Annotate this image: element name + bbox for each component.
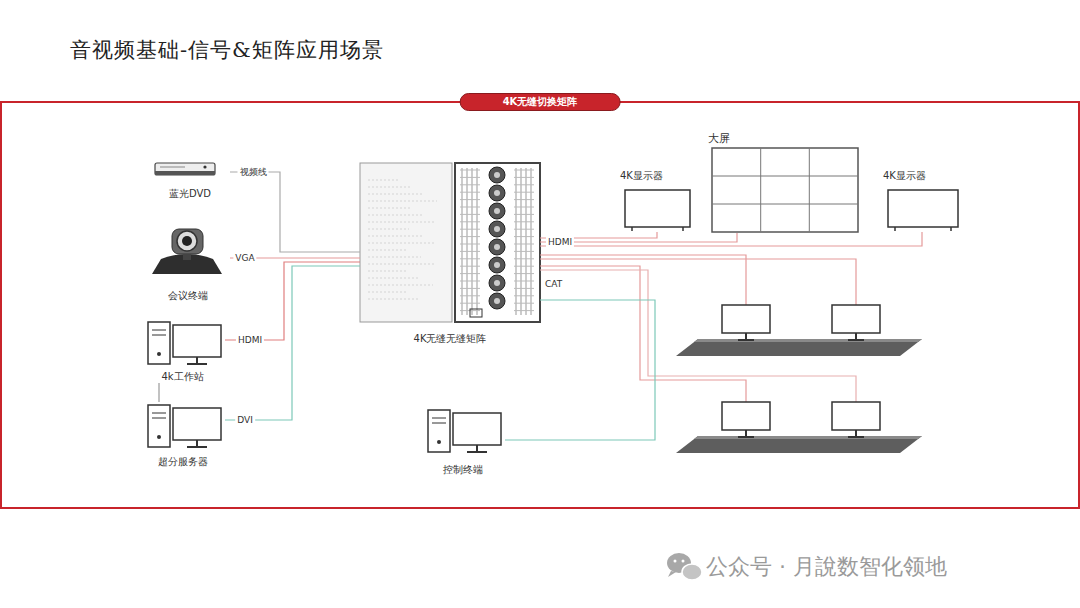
signal-label: CAT <box>545 279 562 290</box>
device-label: 4K显示器 <box>883 170 926 182</box>
signal-line <box>230 172 360 252</box>
display-device: 4K显示器 <box>883 170 963 232</box>
server-icon <box>148 405 221 447</box>
signal-label: HDMI <box>546 237 574 248</box>
matrix-device <box>360 163 540 322</box>
device-label: 大屏 <box>708 132 730 145</box>
monitor-icon <box>625 190 690 231</box>
source-device: 超分服务器 <box>140 402 225 468</box>
display-device: 4K显示器 <box>620 170 695 232</box>
signal-label: HDMI <box>236 335 264 346</box>
signal-label: 视频线 <box>238 167 269 178</box>
device-label: 4K无缝无缝矩阵 <box>414 333 487 345</box>
dvd-icon <box>155 163 215 175</box>
source-device: 蓝光DVD <box>150 158 230 200</box>
device-label: 会议终端 <box>168 290 208 302</box>
watermark: 公众号 · 月說数智化领地 <box>706 554 947 580</box>
desk-wires <box>540 255 856 403</box>
device-label: 超分服务器 <box>158 456 208 468</box>
signal-label: DVI <box>235 415 255 426</box>
device-label: 4k工作站 <box>161 371 203 383</box>
source-device: 4k工作站 <box>140 318 225 383</box>
source-device: 会议终端 <box>145 222 230 302</box>
camera-icon <box>152 229 222 274</box>
desk <box>676 402 922 453</box>
control-device: 控制终端 <box>420 408 505 476</box>
signal-line <box>225 266 360 420</box>
device-label: 4K显示器 <box>620 170 663 182</box>
workstation-icon <box>148 322 221 364</box>
control-pc-icon <box>428 410 501 452</box>
device-label: 控制终端 <box>443 464 483 476</box>
signal-line <box>540 232 922 246</box>
desk <box>676 305 922 356</box>
signal-label: VGA <box>233 253 256 264</box>
signal-line <box>158 383 159 402</box>
signal-line <box>505 300 655 440</box>
wechat-icon <box>667 553 702 580</box>
device-label: 蓝光DVD <box>169 188 211 200</box>
frame-title: 4K无缝切换矩阵 <box>460 93 621 111</box>
video-wall-box: 大屏 <box>708 132 863 233</box>
monitor-icon <box>888 190 958 231</box>
page-title: 音视频基础-信号&矩阵应用场景 <box>70 36 384 64</box>
matrix-box: 4K无缝无缝矩阵 <box>360 160 540 345</box>
video-wall <box>712 148 858 232</box>
switch-frame: 4K无缝切换矩阵蓝光DVD会议终端4k工作站超分服务器4K无缝无缝矩阵4K显示器… <box>2 103 1078 507</box>
